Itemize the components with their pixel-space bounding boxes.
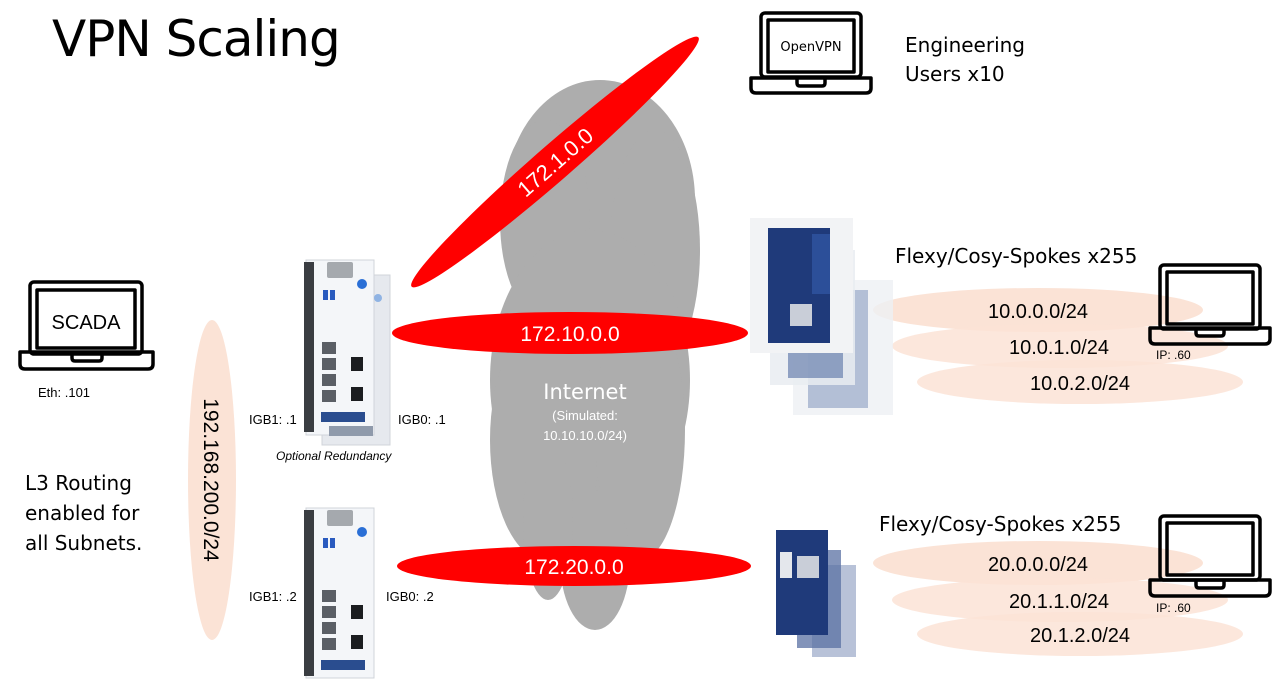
optional-redundancy-caption: Optional Redundancy bbox=[276, 449, 392, 463]
vpn-tunnel-engineering bbox=[411, 36, 699, 288]
cosy-device-stack-bottom bbox=[776, 530, 856, 657]
spokes-top-title: Flexy/Cosy-Spokes x255 bbox=[895, 244, 1138, 268]
routing-note-line-1: L3 Routing bbox=[25, 471, 132, 495]
page-title: VPN Scaling bbox=[52, 10, 341, 68]
laptop-icon-scada bbox=[18, 280, 155, 371]
subnet-ellipse-bottom-1 bbox=[873, 541, 1203, 585]
lan-subnet-ellipse bbox=[188, 320, 236, 640]
subnet-label-bottom-1: 20.0.0.0/24 bbox=[988, 554, 1088, 576]
internet-sublabel-2: 10.10.10.0/24) bbox=[543, 428, 627, 443]
defender2-igb0-label: IGB0: .2 bbox=[386, 589, 434, 604]
scada-eth-label: Eth: .101 bbox=[38, 385, 91, 400]
defender1-igb1-label: IGB1: .1 bbox=[249, 412, 297, 427]
laptop-label-openvpn: OpenVPN bbox=[780, 40, 841, 55]
subnet-label-top-2: 10.0.1.0/24 bbox=[1009, 337, 1109, 359]
subnet-ellipse-bottom-2 bbox=[892, 578, 1228, 622]
internet-sublabel-1: (Simulated: bbox=[552, 408, 618, 423]
spokes-bottom-title: Flexy/Cosy-Spokes x255 bbox=[879, 512, 1122, 536]
laptop-icon-openvpn bbox=[749, 11, 873, 95]
subnet-label-bottom-2: 20.1.1.0/24 bbox=[1009, 591, 1109, 613]
laptop-icon-spoke-top bbox=[1148, 263, 1272, 346]
routing-note-line-3: all Subnets. bbox=[25, 531, 143, 555]
defender-device-secondary bbox=[304, 507, 375, 679]
lan-subnet-label: 192.168.200.0/24 bbox=[199, 398, 222, 562]
spokes-bottom-ip-label: IP: .60 bbox=[1156, 601, 1191, 615]
defender-device-primary bbox=[304, 259, 391, 446]
defender2-igb1-label: IGB1: .2 bbox=[249, 589, 297, 604]
tunnel-label-bottom-spokes: 172.20.0.0 bbox=[524, 556, 623, 579]
spokes-top-ip-label: IP: .60 bbox=[1156, 348, 1191, 362]
subnet-ellipse-top-1 bbox=[873, 288, 1203, 332]
vpn-tunnel-top-spokes bbox=[392, 312, 748, 354]
engineering-line-2: Users x10 bbox=[905, 62, 1005, 86]
engineering-line-1: Engineering bbox=[905, 33, 1025, 57]
subnet-label-top-1: 10.0.0.0/24 bbox=[988, 301, 1088, 323]
flexy-device-stack-top bbox=[750, 218, 893, 415]
subnet-ellipse-top-2 bbox=[892, 324, 1228, 368]
tunnel-label-top-spokes: 172.10.0.0 bbox=[520, 323, 619, 346]
laptop-label-scada: SCADA bbox=[52, 312, 122, 334]
internet-label: Internet bbox=[543, 380, 626, 404]
routing-note: L3 Routing enabled for all Subnets. bbox=[25, 468, 142, 558]
vpn-tunnel-bottom-spokes bbox=[397, 546, 751, 586]
laptop-icon-spoke-bottom bbox=[1148, 514, 1272, 598]
subnet-label-bottom-3: 20.1.2.0/24 bbox=[1030, 625, 1130, 647]
routing-note-line-2: enabled for bbox=[25, 501, 140, 525]
defender1-igb0-label: IGB0: .1 bbox=[398, 412, 446, 427]
subnet-label-top-3: 10.0.2.0/24 bbox=[1030, 373, 1130, 395]
subnet-ellipse-bottom-3 bbox=[917, 612, 1243, 656]
subnet-ellipse-top-3 bbox=[917, 360, 1243, 404]
engineering-users-label: Engineering Users x10 bbox=[905, 31, 1025, 89]
